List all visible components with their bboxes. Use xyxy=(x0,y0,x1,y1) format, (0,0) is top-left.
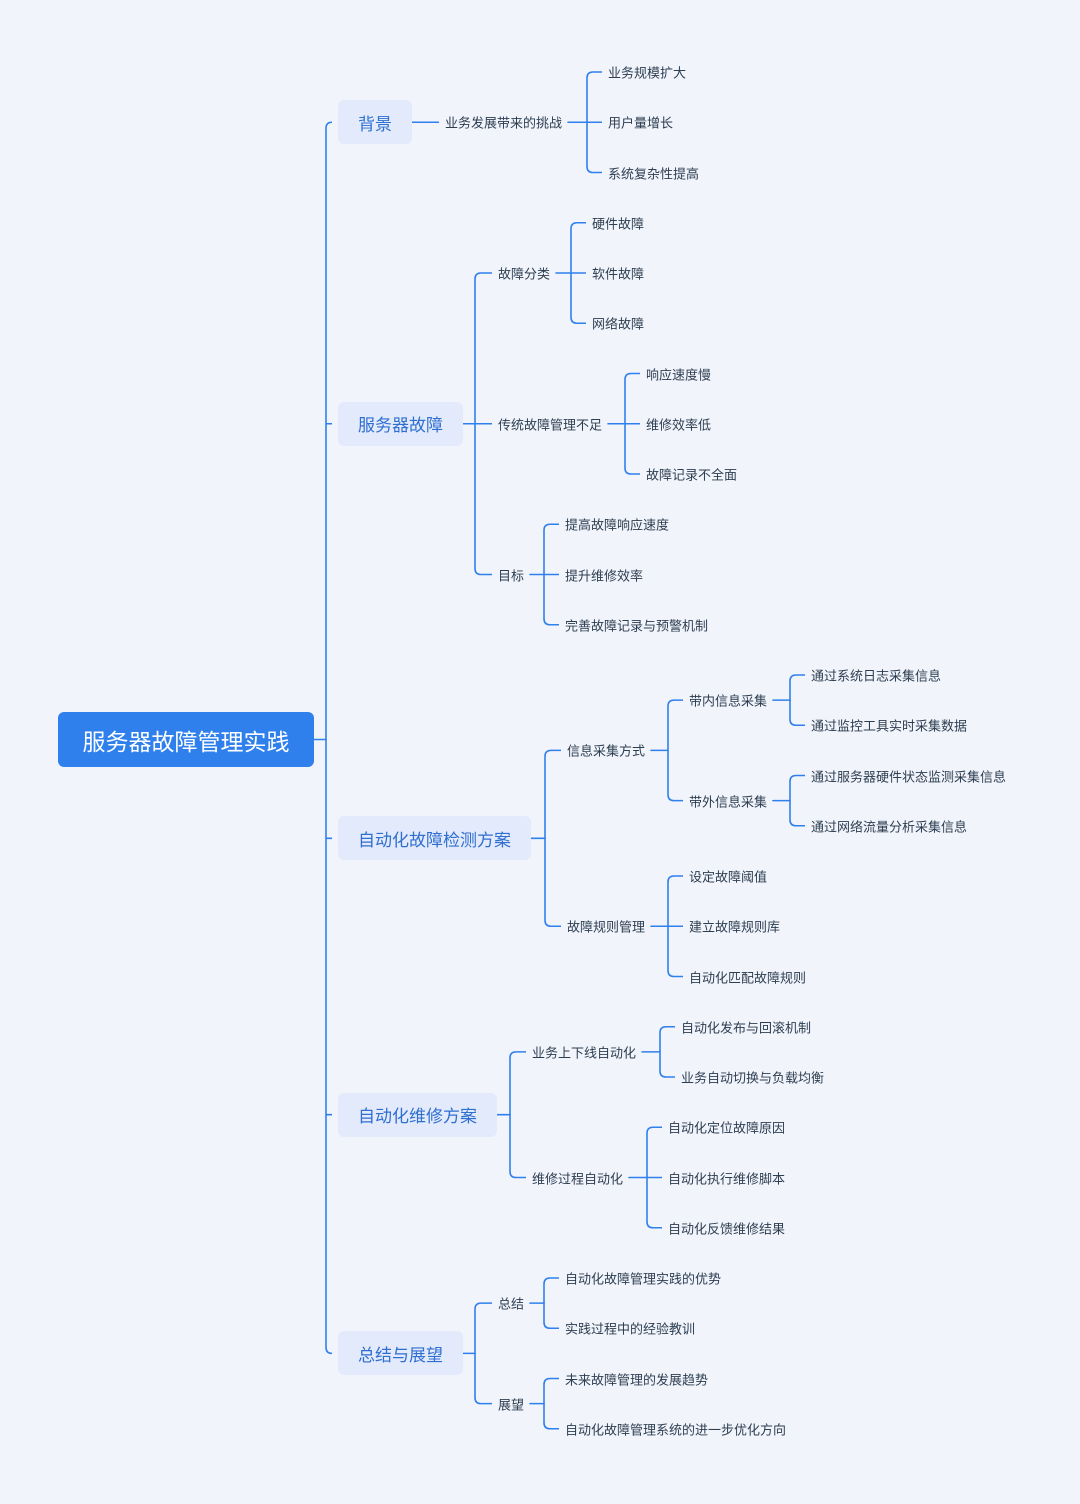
subtopic-1-0-1[interactable]: 软件故障 xyxy=(592,267,645,283)
topic-4-1-bracket xyxy=(543,1377,559,1430)
subtopic-2-1-1[interactable]: 建立故障规则库 xyxy=(689,920,781,936)
subtopic-3-1-1[interactable]: 自动化执行维修脚本 xyxy=(668,1172,786,1187)
branch-2-bracket xyxy=(544,749,561,928)
subtopic-1-1-0[interactable]: 响应速度慢 xyxy=(646,368,712,383)
subtopic-0-0-1[interactable]: 用户量增长 xyxy=(608,116,674,132)
branch-node-2[interactable]: 自动化故障检测方案 xyxy=(338,816,531,861)
detail-2-0-1-1[interactable]: 通过网络流量分析采集信息 xyxy=(811,820,968,836)
subtopic-0-0-2[interactable]: 系统复杂性提高 xyxy=(608,167,700,182)
topic-4-0-bracket xyxy=(543,1277,559,1330)
subtopic-1-2-2[interactable]: 完善故障记录与预警机制 xyxy=(565,619,709,635)
subtopic-2-0-0[interactable]: 带内信息采集 xyxy=(689,694,768,710)
subtopic-3-0-0[interactable]: 自动化发布与回滚机制 xyxy=(681,1021,812,1037)
branch-node-4[interactable]: 总结与展望 xyxy=(338,1331,463,1376)
subtopic-2-0-1-bracket xyxy=(789,774,805,827)
subtopic-2-0-1[interactable]: 带外信息采集 xyxy=(689,795,768,811)
subtopic-3-1-0[interactable]: 自动化定位故障原因 xyxy=(668,1121,786,1137)
subtopic-0-0-0[interactable]: 业务规模扩大 xyxy=(608,66,687,82)
topic-2-1[interactable]: 故障规则管理 xyxy=(567,920,646,936)
root-bracket xyxy=(325,121,333,1355)
topic-3-0[interactable]: 业务上下线自动化 xyxy=(532,1046,637,1062)
branch-node-0[interactable]: 背景 xyxy=(338,100,412,145)
detail-2-0-1-0[interactable]: 通过服务器硬件状态监测采集信息 xyxy=(811,770,1007,785)
subtopic-1-0-2[interactable]: 网络故障 xyxy=(592,317,645,333)
branch-node-3[interactable]: 自动化维修方案 xyxy=(338,1092,497,1137)
subtopic-1-1-1[interactable]: 维修效率低 xyxy=(646,418,712,434)
detail-2-0-0-0[interactable]: 通过系统日志采集信息 xyxy=(811,669,942,685)
topic-2-0[interactable]: 信息采集方式 xyxy=(567,744,646,760)
topic-0-0[interactable]: 业务发展带来的挑战 xyxy=(445,116,563,132)
topic-1-2[interactable]: 目标 xyxy=(498,569,525,584)
subtopic-3-1-2[interactable]: 自动化反馈维修结果 xyxy=(668,1222,786,1238)
topic-3-0-bracket xyxy=(659,1025,675,1078)
branch-1-bracket xyxy=(474,272,492,576)
topic-1-1[interactable]: 传统故障管理不足 xyxy=(498,418,603,434)
branch-node-1[interactable]: 服务器故障 xyxy=(338,401,463,446)
subtopic-4-1-1[interactable]: 自动化故障管理系统的进一步优化方向 xyxy=(565,1423,787,1439)
subtopic-4-1-0[interactable]: 未来故障管理的发展趋势 xyxy=(565,1373,709,1388)
topic-2-1-bracket xyxy=(667,875,683,978)
subtopic-1-2-1[interactable]: 提升维修效率 xyxy=(565,569,644,584)
topic-3-1-bracket xyxy=(646,1126,662,1229)
topic-0-0-bracket xyxy=(586,71,602,174)
subtopic-1-2-0[interactable]: 提高故障响应速度 xyxy=(565,518,670,534)
subtopic-1-0-0[interactable]: 硬件故障 xyxy=(592,217,645,233)
subtopic-2-1-0[interactable]: 设定故障阈值 xyxy=(689,870,768,886)
topic-2-0-bracket xyxy=(667,699,683,802)
topic-4-1[interactable]: 展望 xyxy=(498,1398,525,1414)
subtopic-4-0-1[interactable]: 实践过程中的经验教训 xyxy=(565,1322,696,1338)
topic-1-1-bracket xyxy=(624,372,640,475)
topic-1-0[interactable]: 故障分类 xyxy=(498,267,551,283)
subtopic-2-0-0-bracket xyxy=(789,674,805,727)
topic-3-1[interactable]: 维修过程自动化 xyxy=(532,1172,624,1187)
topic-4-0[interactable]: 总结 xyxy=(498,1297,525,1313)
subtopic-3-0-1[interactable]: 业务自动切换与负载均衡 xyxy=(681,1071,825,1087)
subtopic-4-0-0[interactable]: 自动化故障管理实践的优势 xyxy=(565,1272,722,1288)
subtopic-1-1-2[interactable]: 故障记录不全面 xyxy=(646,468,738,484)
subtopic-2-1-2[interactable]: 自动化匹配故障规则 xyxy=(689,971,807,986)
branch-4-bracket xyxy=(474,1302,492,1405)
root-node[interactable]: 服务器故障管理实践 xyxy=(58,712,314,767)
detail-2-0-0-1[interactable]: 通过监控工具实时采集数据 xyxy=(811,719,968,735)
topic-1-0-bracket xyxy=(570,221,586,325)
topic-1-2-bracket xyxy=(543,523,559,626)
branch-3-bracket xyxy=(509,1051,526,1179)
